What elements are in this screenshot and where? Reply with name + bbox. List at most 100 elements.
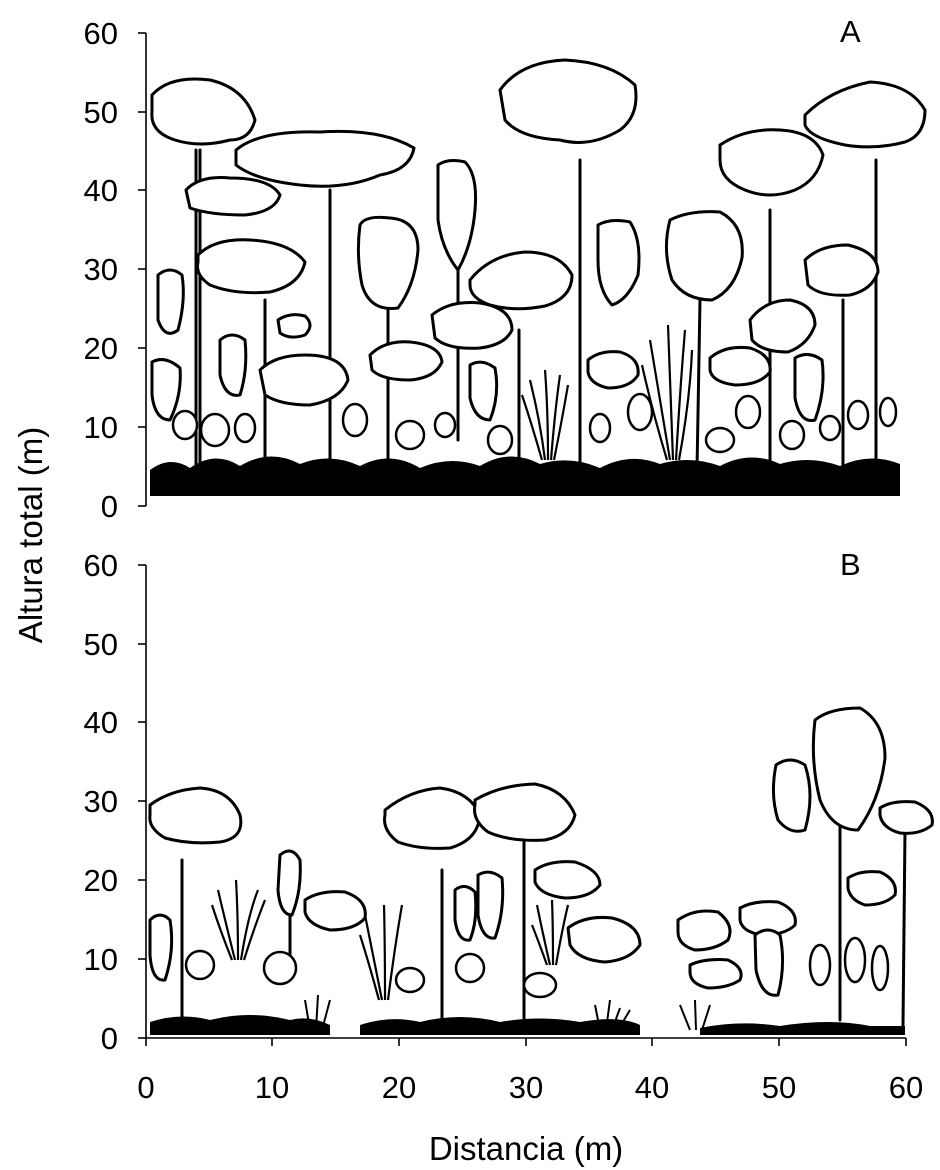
tree-crown	[150, 358, 182, 422]
tree-crown	[453, 885, 478, 942]
panel-a-label: A	[840, 14, 861, 49]
tree-crown	[665, 210, 744, 302]
tree-crown	[793, 353, 825, 423]
tree-crown	[498, 58, 638, 144]
tree-crown	[303, 890, 367, 932]
tree-crown	[676, 909, 732, 952]
shrub	[184, 949, 216, 981]
panel-b-y-tick-label: 30	[84, 784, 118, 819]
shrub	[878, 396, 898, 428]
shrub	[433, 411, 457, 439]
palm-frond	[530, 899, 570, 966]
x-tick-label: 30	[509, 1070, 543, 1105]
tree-crown	[718, 128, 825, 197]
tree-crown	[771, 758, 812, 833]
panel-a-y-tick-label: 10	[84, 410, 118, 445]
y-axis-title: Altura total (m)	[12, 427, 49, 643]
tree-crown	[356, 215, 420, 311]
shrub	[394, 419, 426, 451]
shrub	[734, 394, 762, 430]
trunk	[901, 828, 907, 1027]
tree-crown	[148, 913, 174, 982]
shrub	[843, 936, 867, 984]
tree-crown	[688, 958, 743, 990]
tree-crown	[234, 129, 416, 188]
shrub	[454, 952, 486, 984]
tree-crown	[468, 360, 499, 422]
shrub	[588, 412, 612, 444]
tree-crown	[533, 860, 602, 900]
shrub	[808, 943, 832, 987]
shrub	[394, 966, 426, 994]
trunk	[695, 298, 702, 472]
tree-crown	[803, 243, 880, 297]
x-tick-label: 60	[889, 1070, 923, 1105]
panel-a-y-tick-label: 30	[84, 252, 118, 287]
tree-crown	[566, 916, 642, 964]
tree-crown	[586, 350, 640, 390]
palm-frond	[358, 904, 404, 1001]
panel-a: 60 50 40 30 20 10 0 A	[84, 14, 927, 524]
x-tick-label: 20	[382, 1070, 416, 1105]
palm-frond	[210, 879, 267, 961]
panel-b-ground-litter	[360, 1017, 640, 1035]
shrub	[778, 419, 806, 451]
tree-crown	[468, 250, 574, 311]
palm-frond	[640, 324, 694, 461]
tree-crown	[803, 80, 927, 149]
panel-a-y-tick-label: 0	[101, 489, 118, 524]
panel-a-y-tick-label: 50	[84, 95, 118, 130]
grass-tuft	[304, 994, 331, 1031]
shrub	[233, 412, 257, 444]
tree-crown	[811, 706, 887, 832]
shrub	[846, 399, 870, 431]
panel-a-y-tick-label: 60	[84, 16, 118, 51]
shrub	[704, 426, 736, 454]
x-tick-label: 0	[137, 1070, 154, 1105]
shrub	[818, 414, 842, 442]
shrub	[486, 424, 514, 456]
shrub	[199, 412, 231, 448]
tree-crown	[476, 870, 505, 940]
x-tick-label: 40	[635, 1070, 669, 1105]
panel-b-y-tick-label: 60	[84, 548, 118, 583]
panel-a-ground-litter	[150, 456, 900, 496]
tree-crown	[156, 268, 185, 335]
panel-a-forest-drawing	[150, 58, 927, 496]
panel-b-y-tick-label: 0	[101, 1021, 118, 1056]
tree-crown	[436, 159, 477, 272]
panel-b-y-tick-label: 20	[84, 863, 118, 898]
shrub	[870, 944, 890, 992]
tree-crown	[878, 800, 934, 835]
panel-b-ground-litter	[150, 1015, 330, 1035]
shrub	[262, 950, 298, 986]
shrub	[522, 971, 558, 999]
tree-crown	[368, 340, 444, 382]
tree-crown	[708, 346, 772, 387]
x-tick-label: 50	[762, 1070, 796, 1105]
tree-crown	[430, 301, 514, 350]
panel-b-y-ticks	[138, 564, 146, 1039]
panel-b: 60 50 40 30 20 10 0 0 10 20 30 40 50 60	[84, 547, 934, 1105]
tree-crown	[218, 333, 248, 397]
grass-tuft	[679, 999, 711, 1031]
tree-crown	[258, 353, 350, 407]
panel-b-label: B	[840, 547, 861, 582]
panel-a-y-ticks	[138, 32, 146, 507]
panel-a-y-tick-label: 40	[84, 173, 118, 208]
tree-crown	[473, 782, 577, 842]
panel-b-forest-drawing	[148, 706, 934, 1035]
panel-a-y-tick-label: 20	[84, 331, 118, 366]
tree-crown	[748, 298, 817, 354]
tree-crown	[846, 870, 897, 907]
tree-crown	[196, 238, 307, 295]
panel-b-ground-litter	[700, 1022, 905, 1035]
panel-b-y-tick-label: 40	[84, 705, 118, 740]
grass-tuft	[594, 999, 631, 1031]
tree-crown	[596, 219, 641, 307]
tree-crown	[383, 786, 482, 850]
tree-crown	[150, 77, 257, 146]
x-axis-title: Distancia (m)	[429, 1130, 623, 1167]
tree-crown	[276, 313, 312, 339]
